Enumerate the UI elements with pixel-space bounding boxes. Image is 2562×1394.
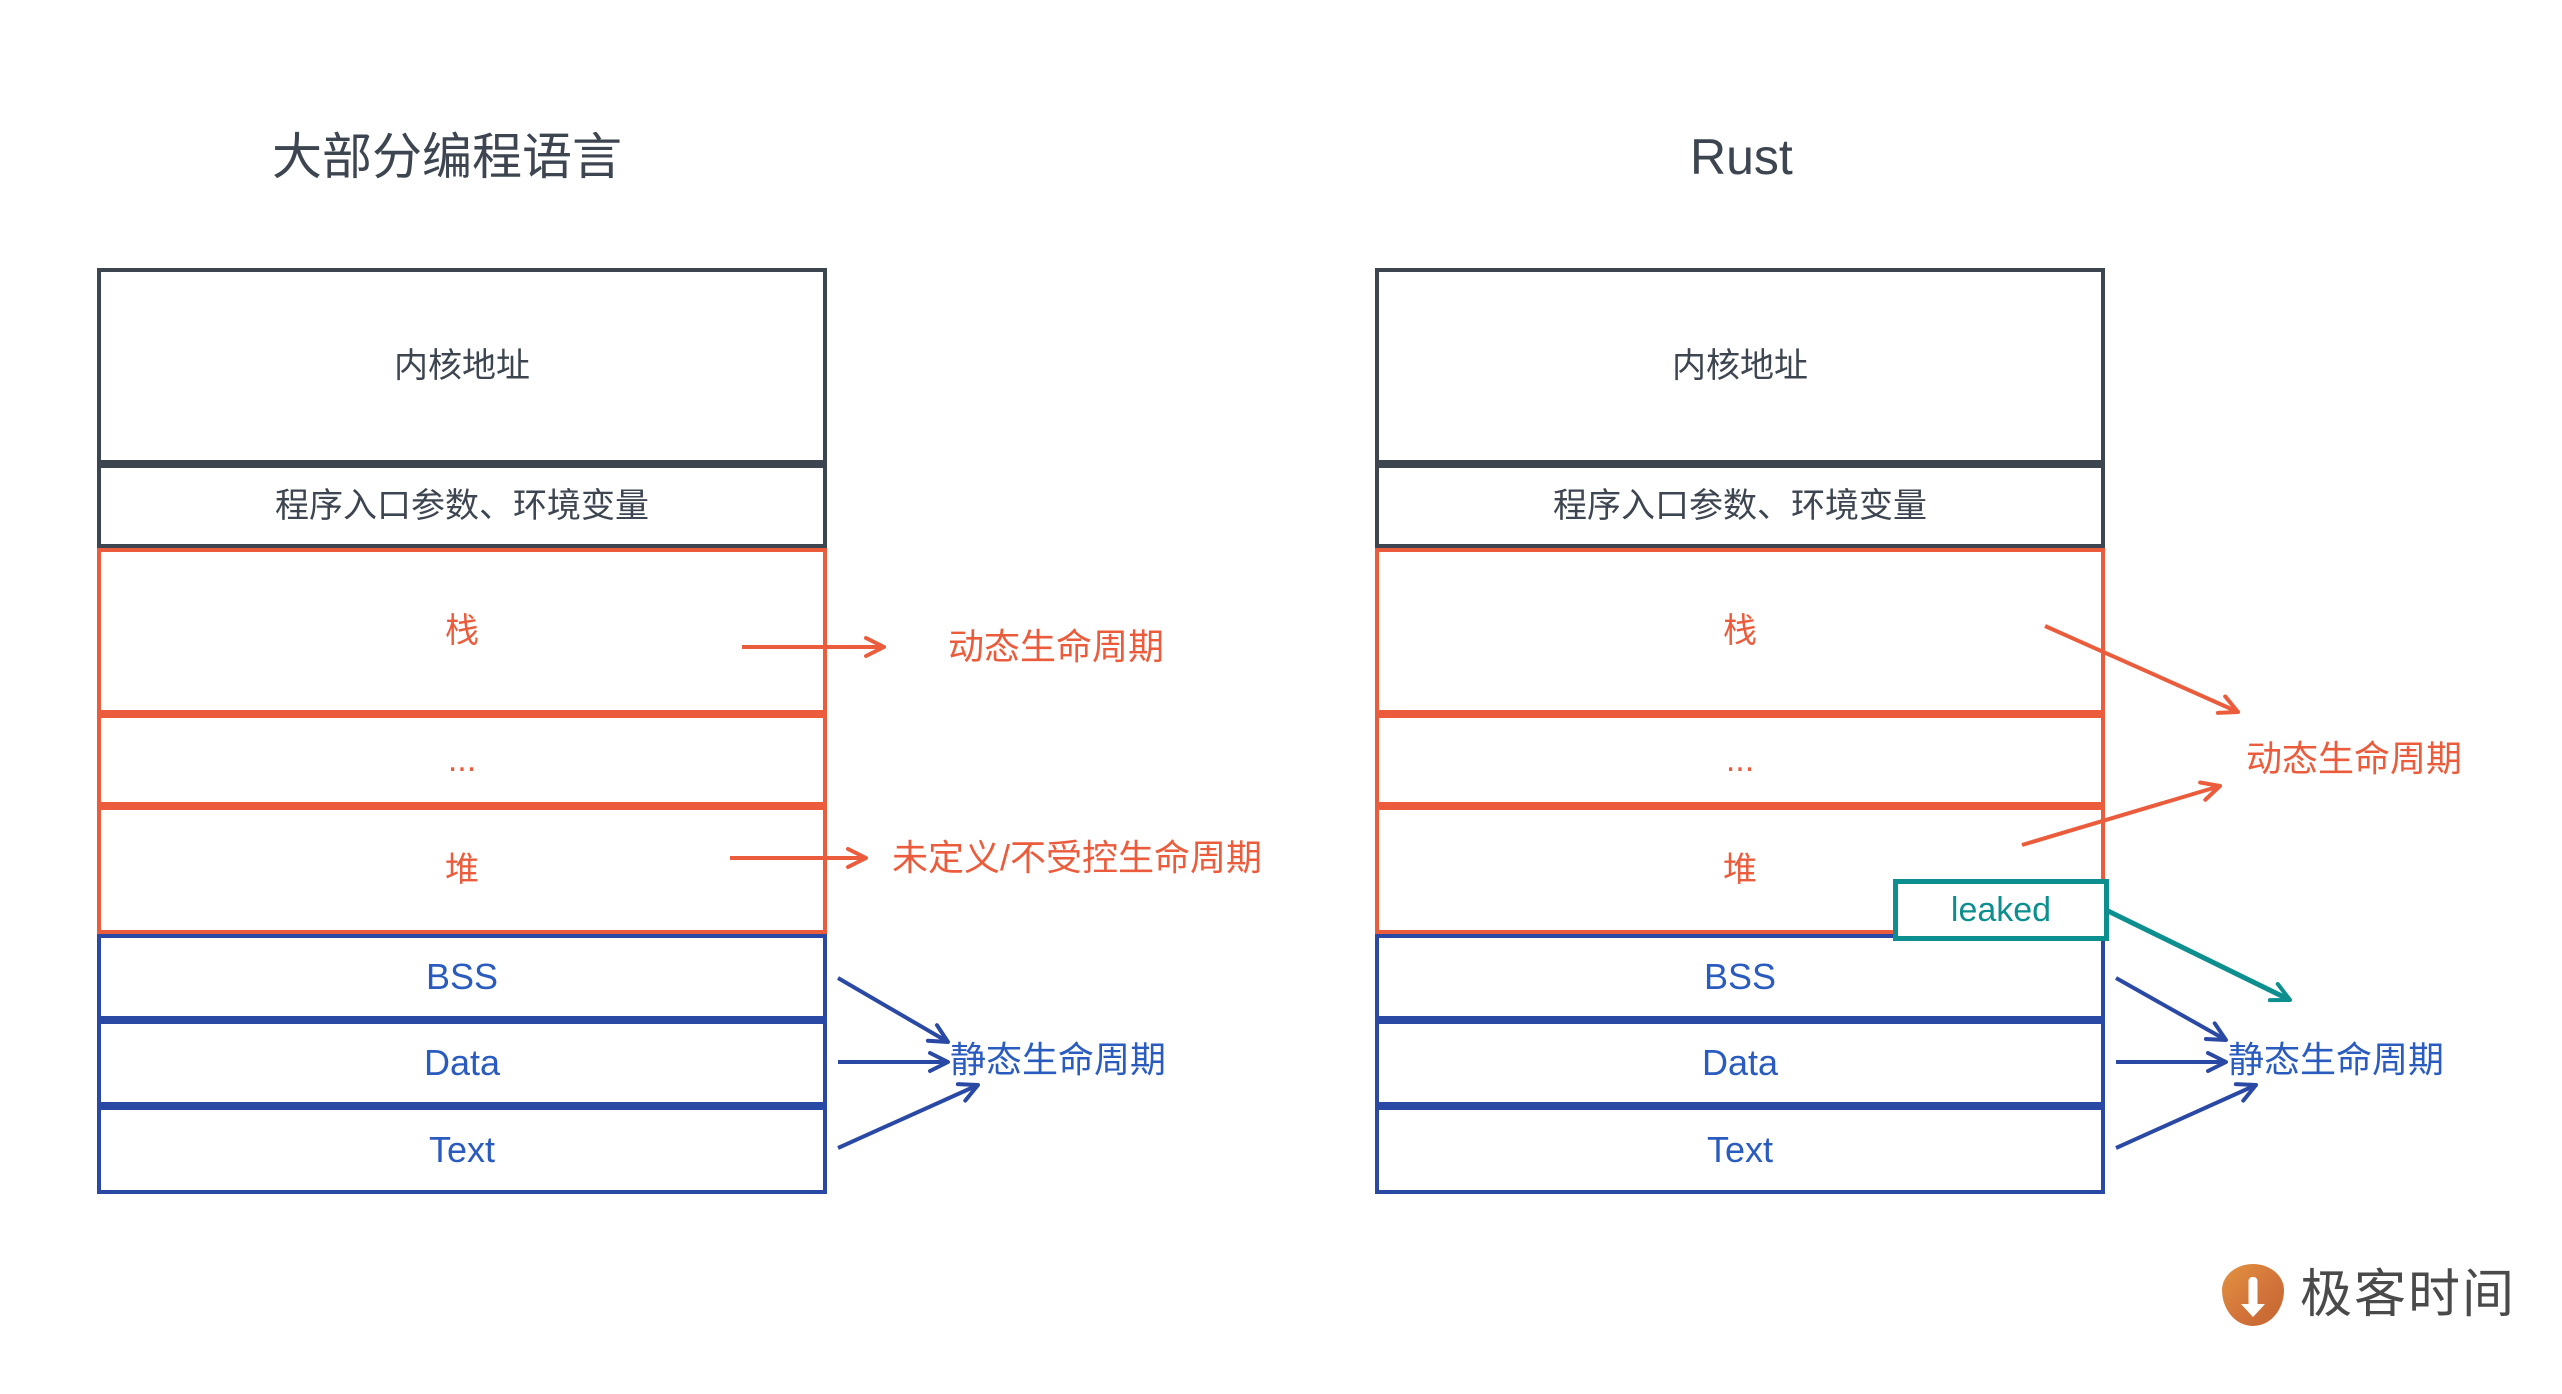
- left-segment-kernel: 内核地址: [97, 268, 827, 464]
- left-segment-bss: BSS: [97, 934, 827, 1020]
- arrow-left-static-text: [837, 1082, 980, 1150]
- arrow-right-static-bss: [2115, 976, 2228, 1042]
- left-segment-stack: 栈: [97, 548, 827, 714]
- right-segment-ellipsis: ...: [1375, 714, 2105, 806]
- right-segment-heap: 堆: [1375, 806, 2105, 934]
- right-segment-kernel-label: 内核地址: [1672, 347, 1808, 385]
- right-column-title: Rust: [1690, 129, 1793, 185]
- right-segment-data: Data: [1375, 1020, 2105, 1106]
- left-column-title: 大部分编程语言: [272, 129, 622, 185]
- right-segment-argsenv: 程序入口参数、环境变量: [1375, 464, 2105, 548]
- left-annotation-undefined-lifetime: 未定义/不受控生命周期: [892, 837, 1263, 878]
- arrow-right-leaked: [2106, 908, 2292, 1003]
- left-segment-heap-label: 堆: [445, 851, 479, 889]
- left-segment-ellipsis-label: ...: [447, 741, 477, 779]
- left-segment-data-label: Data: [423, 1042, 501, 1083]
- right-segment-ellipsis-label: ...: [1725, 741, 1755, 779]
- left-segment-heap: 堆: [97, 806, 827, 934]
- right-segment-heap-label: 堆: [1723, 851, 1757, 889]
- left-segment-text: Text: [97, 1106, 827, 1194]
- right-annotation-dynamic-lifetime: 动态生命周期: [2246, 738, 2463, 779]
- left-segment-text-label: Text: [428, 1129, 496, 1170]
- left-annotation-static-lifetime: 静态生命周期: [950, 1039, 1167, 1080]
- geektime-logo-text: 极客时间: [2300, 1266, 2517, 1324]
- right-segment-bss: BSS: [1375, 934, 2105, 1020]
- left-segment-argsenv-label: 程序入口参数、环境变量: [275, 487, 649, 525]
- geektime-logo: 极客时间: [2222, 1264, 2516, 1326]
- arrow-left-static-bss: [836, 976, 950, 1044]
- right-segment-stack-label: 栈: [1723, 612, 1757, 650]
- geektime-pin-icon: [2222, 1264, 2284, 1326]
- right-segment-stack: 栈: [1375, 548, 2105, 714]
- leaked-badge-label: leaked: [1950, 891, 2052, 929]
- right-segment-argsenv-label: 程序入口参数、环境变量: [1553, 487, 1927, 525]
- leaked-badge: leaked: [1893, 879, 2109, 941]
- left-segment-ellipsis: ...: [97, 714, 827, 806]
- right-segment-text-label: Text: [1706, 1129, 1774, 1170]
- left-segment-data: Data: [97, 1020, 827, 1106]
- left-segment-kernel-label: 内核地址: [394, 347, 530, 385]
- arrow-right-static-text: [2115, 1082, 2258, 1150]
- right-annotation-static-lifetime: 静态生命周期: [2228, 1039, 2445, 1080]
- left-annotation-dynamic-lifetime: 动态生命周期: [948, 626, 1165, 667]
- right-segment-kernel: 内核地址: [1375, 268, 2105, 464]
- right-segment-data-label: Data: [1701, 1042, 1779, 1083]
- right-segment-bss-label: BSS: [1703, 956, 1777, 997]
- left-segment-argsenv: 程序入口参数、环境变量: [97, 464, 827, 548]
- left-segment-bss-label: BSS: [425, 956, 499, 997]
- right-segment-text: Text: [1375, 1106, 2105, 1194]
- left-segment-stack-label: 栈: [445, 612, 479, 650]
